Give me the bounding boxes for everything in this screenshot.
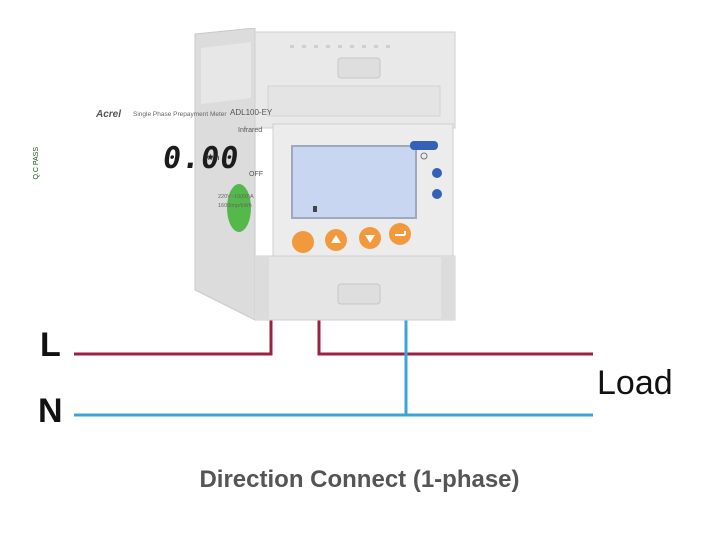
cert-sticker-text: Q.C PASS xyxy=(33,147,40,180)
infrared-label: Infrared xyxy=(238,127,263,134)
diagram-caption: Direction Connect (1-phase) xyxy=(199,466,520,493)
meter-model: ADL100-EY xyxy=(230,108,273,117)
lcd-unit: kWh xyxy=(205,153,220,162)
prepayment-meter xyxy=(194,28,456,321)
lcd-reading: 0.00 xyxy=(160,141,242,176)
meter-brand: Acrel xyxy=(96,109,122,120)
line-label: L xyxy=(40,326,61,364)
load-label: Load xyxy=(597,364,673,402)
set-button-label: SET xyxy=(105,211,117,217)
meter-impulse: 1600imp/kWh xyxy=(218,203,252,209)
neutral-label: N xyxy=(38,392,63,430)
meter-description: Single Phase Prepayment Meter xyxy=(133,111,227,118)
meter-rating: 220V~10(60)A xyxy=(218,194,254,200)
off-label: OFF xyxy=(249,171,263,178)
line-wire-out xyxy=(317,314,593,356)
line-wire-in xyxy=(74,316,273,356)
